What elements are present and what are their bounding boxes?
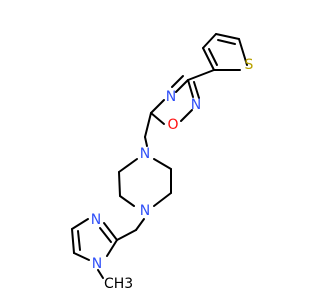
bond-thiophene-s-c5: [238, 38, 248, 66]
oxadiazole-n2-label: N: [191, 97, 201, 113]
bond-piperazine-ch2: [135, 218, 145, 231]
bond-oxadiazole-o1-n2: [180, 109, 193, 122]
molecule-diagram: S N N O N N N N CH3: [71, 33, 254, 292]
bond-thiophene-c3-c2: [202, 47, 215, 71]
bond-imidazole-c2-n3-double: [99, 227, 112, 243]
imidazole-n3-label: N: [91, 212, 101, 228]
bond-piperazine-c3-n4: [119, 195, 135, 207]
bonds: [71, 33, 248, 279]
bond-oxadiazole-c5-o1: [150, 112, 165, 125]
structure-svg: S N N O N N N N CH3: [71, 33, 254, 292]
bond-oxadiazole-n2-c3: [187, 79, 194, 98]
bond-imidazole-c4-c5: [71, 228, 75, 254]
bond-piperazine-c6-n1: [153, 158, 172, 170]
bond-oxadiazole-ch2: [144, 112, 152, 138]
bond-piperazine-n1-c2: [118, 158, 138, 173]
bond-ch2-imidazole: [116, 229, 137, 241]
bond-thiophene-c5-c4-double: [217, 39, 236, 45]
bond-oxadiazole-n2-c3-double: [193, 81, 200, 99]
bond-imidazole-n1-c2: [106, 239, 118, 257]
bond-imidazole-c2-n3: [103, 222, 118, 241]
bond-imidazole-methyl: [97, 269, 104, 279]
bond-oxadiazole-n4-c5: [150, 99, 165, 114]
bond-thiophene-oxadiazole: [187, 69, 215, 81]
thiophene-sulfur-label: S: [245, 57, 254, 73]
bond-imidazole-c5-n1: [73, 252, 90, 261]
methyl-group-label: CH3: [104, 276, 133, 292]
bond-thiophene-c5-c4: [215, 33, 240, 40]
imidazole-n1-label: N: [92, 256, 102, 272]
bond-piperazine-n4-c5: [153, 192, 172, 207]
bond-ch2-piperazine: [144, 136, 148, 147]
oxadiazole-n4-label: N: [166, 89, 176, 105]
bond-thiophene-c3-c2-double: [208, 48, 218, 66]
bond-oxadiazole-c3-n4-double: [171, 75, 184, 88]
bond-oxadiazole-c3-n4: [175, 79, 189, 93]
bond-imidazole-c4-c5-double: [77, 230, 81, 251]
bond-piperazine-c2-c3: [118, 171, 121, 197]
piperazine-n4-label: N: [140, 203, 150, 219]
piperazine-n1-label: N: [140, 146, 150, 162]
bond-imidazole-n3-c4: [71, 218, 89, 230]
oxadiazole-oxygen-label: O: [167, 117, 178, 133]
atom-labels: S N N O N N N N CH3: [91, 57, 254, 292]
bond-thiophene-c4-c3: [202, 33, 217, 49]
